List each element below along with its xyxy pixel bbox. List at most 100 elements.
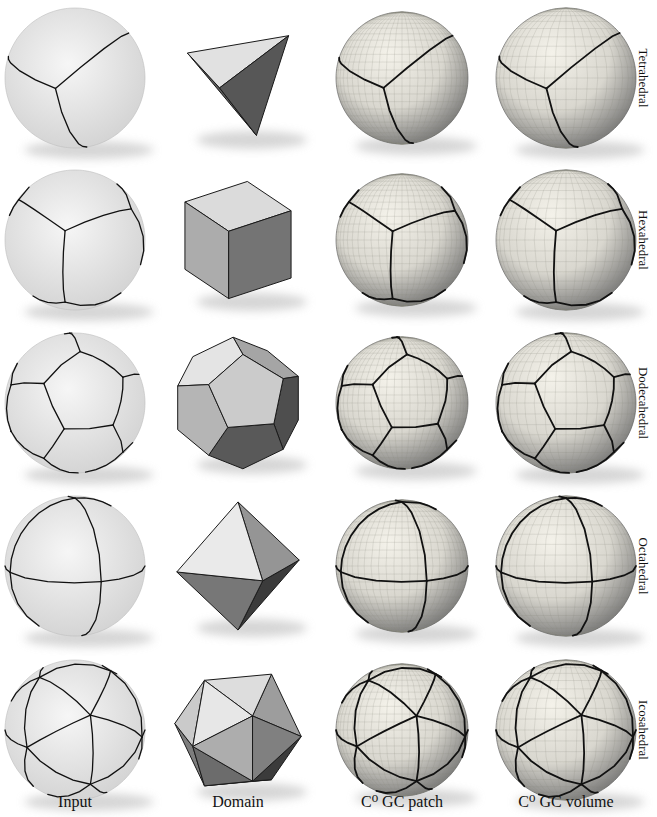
input-sphere (5, 333, 145, 473)
patch-boundary (65, 209, 131, 231)
patch-boundary (90, 715, 142, 737)
patch-boundary (8, 56, 55, 88)
patch-sphere (336, 664, 468, 796)
patch-sphere (336, 500, 468, 632)
patch-boundary (139, 737, 142, 759)
patch-boundary (417, 674, 436, 716)
patch-boundary (342, 366, 348, 386)
patch-boundary (5, 566, 10, 572)
patch-boundary (39, 664, 110, 677)
patch-boundary (342, 430, 373, 456)
patch-boundary (573, 582, 592, 636)
patch-boundary (80, 352, 123, 378)
patch-boundary (342, 384, 373, 386)
domain-face (177, 502, 263, 581)
patch-boundary (123, 443, 133, 452)
patch-boundary (417, 716, 420, 781)
patch-boundary (70, 332, 72, 333)
patch-boundary (417, 716, 466, 737)
patch-boundary (593, 666, 601, 671)
patch-boundary (354, 680, 368, 746)
patch-boundary (39, 677, 90, 715)
patch-boundary (402, 502, 427, 581)
patch-boundary (546, 33, 619, 88)
patch-boundary (341, 502, 402, 572)
input-sphere (5, 8, 145, 148)
patch-boundary (5, 730, 27, 747)
patch-boundary (447, 376, 462, 379)
row-label: Tetrahedral (636, 49, 650, 108)
patch-boundary (55, 88, 86, 147)
patch-boundary (455, 211, 467, 263)
patch-boundary (64, 425, 113, 429)
patch-boundary (581, 784, 597, 793)
patch-boundary (555, 425, 604, 429)
column-label: Domain (212, 793, 264, 811)
patch-boundary (604, 425, 614, 452)
patch-boundary (341, 572, 427, 582)
patch-boundary (428, 669, 436, 674)
patch-boundary (516, 677, 531, 747)
column-label: Input (58, 793, 92, 811)
patch-boundary (337, 386, 341, 430)
volume-sphere (496, 170, 636, 310)
patch-boundary (10, 572, 101, 583)
patch-boundary (500, 200, 509, 216)
input-sphere (5, 170, 145, 310)
ground-shadow (515, 793, 644, 811)
patch-boundary (501, 572, 530, 626)
patch-boundary (427, 566, 468, 581)
patch-boundary (397, 337, 407, 354)
patch-boundary (90, 737, 142, 784)
patch-boundary (502, 431, 535, 458)
patch-boundary (561, 332, 563, 334)
patch-boundary (397, 336, 399, 338)
domain-polyhedron (177, 502, 299, 630)
patch-boundary (502, 677, 530, 701)
patch-boundary (556, 293, 612, 305)
patch-boundary (33, 296, 65, 303)
patch-boundary (64, 333, 69, 335)
patch-boundary (341, 572, 368, 623)
patch-boundary (11, 431, 44, 458)
row-label: Dodecahedral (636, 367, 650, 439)
patch-boundary (496, 730, 518, 747)
input-sphere (5, 660, 145, 800)
volume-sphere (496, 333, 636, 473)
patch-boundary (581, 715, 633, 737)
patch-boundary (11, 363, 17, 385)
patch-boundary (75, 498, 101, 582)
patch-boundary (592, 566, 636, 582)
patch-boundary (391, 231, 393, 298)
volume-sphere (496, 496, 636, 636)
patch-boundary (373, 385, 392, 428)
patch-boundary (65, 293, 121, 305)
patch-boundary (362, 293, 392, 300)
patch-boundary (113, 377, 123, 425)
patch-boundary (10, 572, 39, 626)
patch-boundary (393, 290, 446, 302)
patch-boundary (577, 452, 614, 472)
patch-boundary (376, 781, 416, 793)
patch-boundary (11, 677, 39, 701)
patch-boundary (518, 715, 581, 747)
patch-boundary (604, 377, 614, 425)
patch-boundary (546, 88, 577, 147)
patch-boundary (90, 715, 93, 784)
patch-boundary (392, 424, 438, 428)
domain-face (209, 354, 284, 427)
patch-boundary (530, 664, 601, 677)
patch-boundary (566, 498, 592, 582)
patch-boundary (412, 449, 447, 468)
patch-boundary (502, 363, 508, 385)
domain-polyhedron (175, 674, 301, 786)
patch-boundary (44, 429, 64, 459)
patch-boundary (19, 187, 29, 199)
patch-boundary (123, 374, 139, 377)
patch-boundary (7, 385, 12, 431)
domain-face (177, 572, 263, 630)
patch-boundary (417, 781, 432, 789)
patch-boundary (373, 354, 407, 384)
domain-face (229, 211, 291, 299)
